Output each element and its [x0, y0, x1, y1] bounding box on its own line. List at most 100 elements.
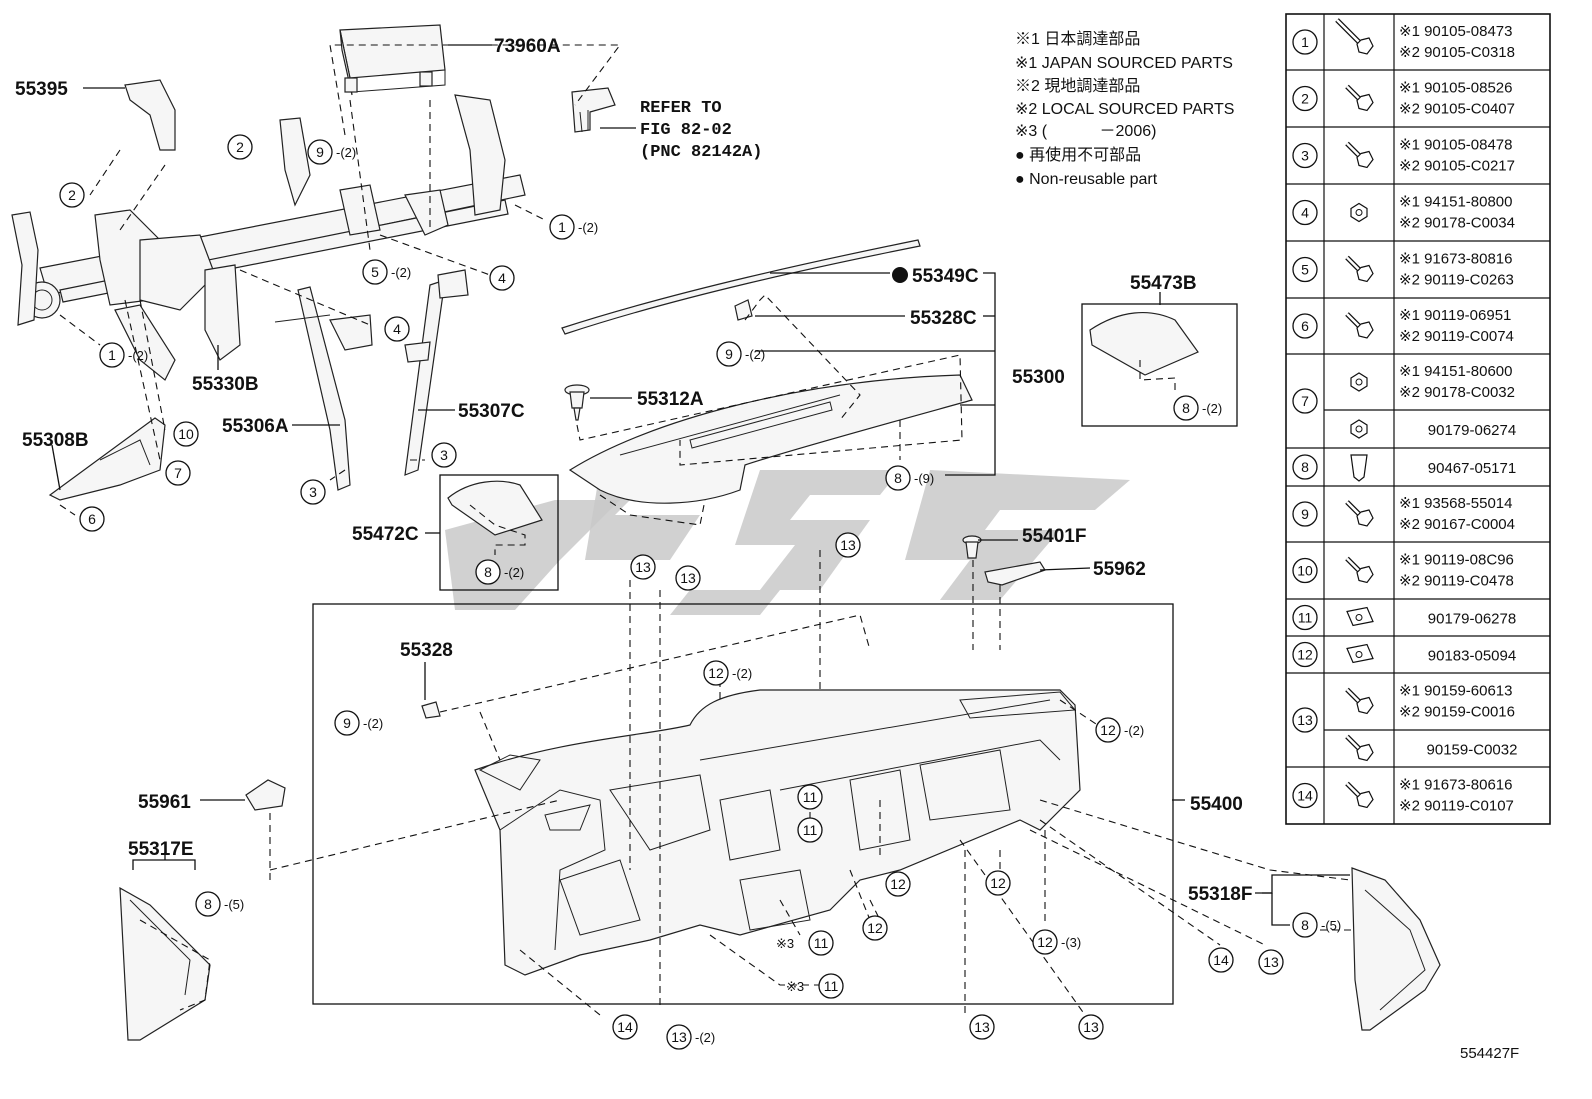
part-number: ※2 90159-C0016 — [1399, 704, 1515, 721]
callout-1: 1 -(2) — [549, 214, 598, 240]
svg-text:11: 11 — [824, 978, 839, 994]
table-callout — [1292, 29, 1318, 55]
part-number: 90179-06274 — [1428, 422, 1516, 439]
svg-text:13: 13 — [671, 1029, 687, 1045]
svg-text:12: 12 — [890, 876, 906, 892]
part-number: ※2 90119-C0074 — [1399, 328, 1514, 345]
svg-text:-(2): -(2) — [128, 348, 148, 363]
svg-text:4: 4 — [393, 321, 401, 337]
svg-text:-(2): -(2) — [578, 220, 598, 235]
part-number: ※1 90105-08473 — [1399, 23, 1513, 40]
svg-text:-(2): -(2) — [745, 347, 765, 362]
clip-55328-illustration — [421, 701, 441, 719]
callout-5: 5 -(2) — [362, 259, 411, 285]
svg-text:8: 8 — [204, 896, 212, 912]
svg-text:2: 2 — [236, 139, 244, 155]
side-panel-55317e-illustration — [119, 886, 211, 1041]
brace-55307c-illustration — [404, 269, 469, 476]
table-callout — [1292, 454, 1318, 480]
callouts: 9 -(2) 2 2 1 -(2) 5 -(2) 4 4 1 -(2) 10 — [59, 134, 1341, 1050]
svg-text:-(5): -(5) — [1321, 918, 1341, 933]
svg-text:13: 13 — [680, 570, 696, 586]
part-number: ※1 90119-06951 — [1399, 307, 1511, 324]
callout-12: 12 — [985, 870, 1011, 896]
callout-11: 11 — [797, 817, 823, 843]
callout-9: 9 -(2) — [307, 139, 356, 165]
svg-text:※3: ※3 — [776, 936, 794, 951]
bolt-washer-icon — [1345, 255, 1374, 283]
long-bolt-icon — [1335, 18, 1374, 55]
brace-55306a-illustration — [274, 286, 373, 491]
legend-line-1: ※1 日本調達部品 — [1015, 30, 1140, 48]
svg-text:9: 9 — [316, 144, 324, 160]
svg-text:1: 1 — [108, 347, 116, 363]
svg-text:8: 8 — [1182, 400, 1190, 416]
svg-text:-(2): -(2) — [504, 565, 524, 580]
table-callout-number: 5 — [1301, 262, 1309, 278]
bolt-washer-icon — [1345, 781, 1374, 809]
table-callout — [1292, 782, 1318, 809]
callout-9: 9 -(2) — [716, 341, 765, 367]
callout-4: 4 — [384, 316, 410, 342]
svg-text:13: 13 — [635, 559, 651, 575]
table-callout-number: 2 — [1301, 91, 1309, 107]
table-callout-number: 3 — [1301, 148, 1309, 164]
steering-support-beam-illustration — [11, 79, 526, 381]
part-number: ※2 90119-C0107 — [1399, 798, 1514, 815]
short-bolt-icon — [1345, 141, 1374, 169]
svg-text:9: 9 — [725, 346, 733, 362]
table-callout — [1292, 388, 1318, 414]
clip-nut-icon — [1346, 606, 1374, 627]
leader-lines — [51, 44, 1350, 926]
svg-text:3: 3 — [440, 447, 448, 463]
label-55318f: 55318F — [1188, 884, 1252, 905]
clip-55328c-illustration — [734, 299, 753, 321]
svg-text:11: 11 — [803, 789, 818, 805]
svg-text:11: 11 — [814, 935, 829, 951]
svg-text:-(2): -(2) — [336, 145, 356, 160]
table-callout — [1292, 199, 1318, 226]
svg-text:-(5): -(5) — [224, 897, 244, 912]
callout-8: 8 -(5) — [195, 891, 244, 917]
legend-line-7: ● Non-reusable part — [1015, 171, 1158, 188]
table-callout-number: 4 — [1301, 205, 1309, 221]
callout-12: 12 — [862, 915, 888, 941]
table-callout-number: 9 — [1301, 506, 1309, 522]
defroster-molding-illustration — [561, 239, 921, 335]
refer-line-1: REFER TO — [640, 99, 722, 118]
screw-icon — [1345, 500, 1374, 527]
callout-9: 9 -(2) — [334, 710, 383, 736]
svg-text:4: 4 — [498, 270, 506, 286]
svg-text:2: 2 — [68, 187, 76, 203]
svg-text:-(2): -(2) — [391, 265, 411, 280]
part-number: ※2 90178-C0032 — [1399, 384, 1515, 401]
side-panel-55318f-illustration — [1351, 867, 1441, 1031]
svg-text:12: 12 — [1100, 722, 1116, 738]
connector-illustration — [571, 87, 616, 133]
callout-1: 1 -(2) — [99, 342, 148, 368]
callout-14: 14 — [1208, 947, 1234, 973]
label-55306a: 55306A — [222, 416, 289, 437]
callout-13: 13 — [1078, 1014, 1104, 1040]
refer-to-note: REFER TO FIG 82-02 (PNC 82142A) — [600, 99, 762, 162]
callout-13: 13 -(2) — [666, 1024, 715, 1050]
table-callout-number: 14 — [1297, 788, 1313, 804]
legend-line-2: ※1 JAPAN SOURCED PARTS — [1015, 55, 1233, 72]
callout-6: 6 — [79, 506, 105, 532]
part-number: ※2 90119-C0478 — [1399, 573, 1514, 590]
callout-10: 10 — [173, 421, 199, 447]
svg-text:3: 3 — [309, 484, 317, 500]
label-55962: 55962 — [1093, 559, 1146, 580]
upper-dash-panel-55300-illustration — [568, 374, 973, 504]
svg-text:5: 5 — [371, 264, 379, 280]
svg-text:8: 8 — [1301, 917, 1309, 933]
instrument-panel-55400-illustration — [474, 689, 1081, 976]
refer-line-3: (PNC 82142A) — [640, 143, 762, 162]
part-number: 90183-05094 — [1428, 648, 1516, 665]
callout-14: 14 — [612, 1014, 638, 1040]
svg-text:-(9): -(9) — [914, 471, 934, 486]
svg-text:12: 12 — [990, 875, 1006, 891]
callout-12: 12 -(2) — [1095, 717, 1144, 743]
part-number: 90467-05171 — [1428, 460, 1516, 477]
part-labels: 73960A 55395 55330B 55306A 55307C 55308B… — [15, 36, 1519, 1062]
